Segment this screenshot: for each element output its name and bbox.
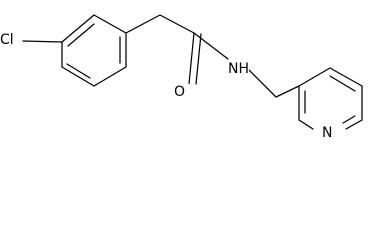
ring1-bond-top-right <box>93 14 127 34</box>
pyridine-ring <box>298 67 363 130</box>
chemical-structure-diagram: Cl O NH N <box>0 14 363 141</box>
ring1-bond-bottom-right <box>93 66 127 87</box>
oxygen-label-bg <box>172 84 190 102</box>
chlorophenyl-ring <box>61 14 127 87</box>
ring1-to-chlorine-bond <box>22 40 63 43</box>
pyridine-n-label-bg <box>320 123 338 141</box>
pyridine-bond-top-left <box>298 67 331 87</box>
carbonyl-c-o-bond-2 <box>195 33 202 85</box>
ring1-bond-top-left <box>61 14 95 43</box>
ch2-to-pyridine-bond <box>275 85 300 98</box>
chlorine-label: Cl <box>0 32 14 48</box>
pyridine-bond-bottom-left <box>298 119 314 130</box>
ring1-to-ch2-bond <box>125 14 161 34</box>
ring1-bond-bottom-left <box>61 66 95 87</box>
molecule-drawing: Cl O NH N <box>0 14 363 141</box>
amide-nh-label-bg <box>225 60 249 78</box>
pyridine-inner-double-2 <box>342 115 356 124</box>
acetamide-linker <box>125 14 300 98</box>
atom-labels: Cl O NH N <box>0 32 338 141</box>
amide-nh-label: NH <box>228 61 249 77</box>
pyridine-n-label: N <box>322 125 332 141</box>
oxygen-label: O <box>174 84 185 100</box>
pyridine-inner-double-1 <box>329 75 356 92</box>
pyridine-bond-top-right <box>329 67 363 87</box>
ch2-to-carbonyl-bond <box>159 14 195 34</box>
ring1-inner-double-1 <box>67 23 95 47</box>
pyridine-bond-bottom-right <box>345 119 363 130</box>
chlorine-label-bg <box>0 32 22 50</box>
ring1-inner-double-3 <box>66 63 91 79</box>
carbonyl-c-o-bond-1 <box>188 32 195 85</box>
carbonyl-to-nh-bond <box>193 32 229 60</box>
